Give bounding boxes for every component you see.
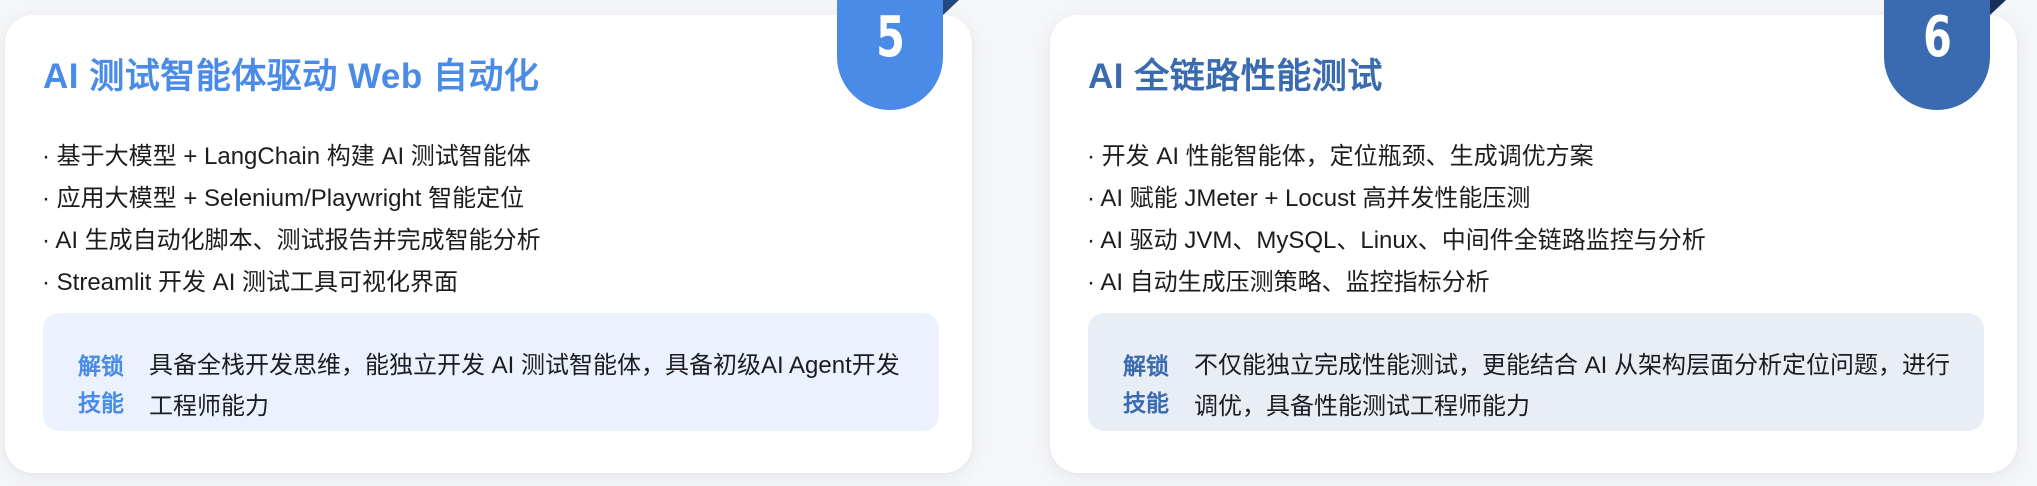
module-title: AI 全链路性能测试 xyxy=(1088,57,1383,96)
feature-item: · Streamlit 开发 AI 测试工具可视化界面 xyxy=(42,269,459,296)
unlock-skill-text: 具备全栈开发思维，能独立开发 AI 测试智能体，具备初级AI Agent开发工程… xyxy=(149,352,900,420)
unlock-skill-label-line2: 技能 xyxy=(78,390,124,416)
unlock-skill-label-line2: 技能 xyxy=(1123,390,1169,416)
badge-ribbon: 6 xyxy=(1884,0,1990,110)
feature-list: · 开发 AI 性能智能体，定位瓶颈、生成调优方案 · AI 赋能 JMeter… xyxy=(1087,136,1706,304)
badge-fold-ribbon xyxy=(943,0,959,15)
feature-item: · 开发 AI 性能智能体，定位瓶颈、生成调优方案 xyxy=(1087,143,1594,170)
unlock-skill-label: 解锁 技能 xyxy=(43,348,131,422)
badge-ribbon: 5 xyxy=(837,0,943,110)
feature-item: · AI 生成自动化脚本、测试报告并完成智能分析 xyxy=(42,227,541,254)
number-badge: 5 xyxy=(837,0,959,110)
number-badge: 6 xyxy=(1884,0,2006,110)
feature-item: · AI 赋能 JMeter + Locust 高并发性能压测 xyxy=(1087,185,1531,212)
module-number: 6 xyxy=(1923,5,1952,70)
feature-list: · 基于大模型 + LangChain 构建 AI 测试智能体 · 应用大模型 … xyxy=(42,136,541,304)
module-number: 5 xyxy=(876,5,905,70)
feature-item: · AI 驱动 JVM、MySQL、Linux、中间件全链路监控与分析 xyxy=(1087,227,1706,254)
badge-fold-ribbon xyxy=(1990,0,2006,15)
feature-item: · 基于大模型 + LangChain 构建 AI 测试智能体 xyxy=(42,143,531,170)
unlock-skill-text: 不仅能独立完成性能测试，更能结合 AI 从架构层面分析定位问题，进行调优，具备性… xyxy=(1194,352,1951,420)
unlock-skill-label-line1: 解锁 xyxy=(78,353,124,379)
feature-item: · AI 自动生成压测策略、监控指标分析 xyxy=(1087,269,1490,296)
module-card-5: 5 AI 测试智能体驱动 Web 自动化 · 基于大模型 + LangChain… xyxy=(5,0,972,473)
module-title: AI 测试智能体驱动 Web 自动化 xyxy=(43,57,540,96)
unlock-skill-box: 解锁 技能 不仅能独立完成性能测试，更能结合 AI 从架构层面分析定位问题，进行… xyxy=(1088,313,1984,431)
module-card-6: 6 AI 全链路性能测试 · 开发 AI 性能智能体，定位瓶颈、生成调优方案 ·… xyxy=(1050,0,2017,473)
unlock-skill-box: 解锁 技能 具备全栈开发思维，能独立开发 AI 测试智能体，具备初级AI Age… xyxy=(43,313,939,431)
feature-item: · 应用大模型 + Selenium/Playwright 智能定位 xyxy=(42,185,525,212)
unlock-skill-label-line1: 解锁 xyxy=(1123,353,1169,379)
unlock-skill-label: 解锁 技能 xyxy=(1088,348,1176,422)
